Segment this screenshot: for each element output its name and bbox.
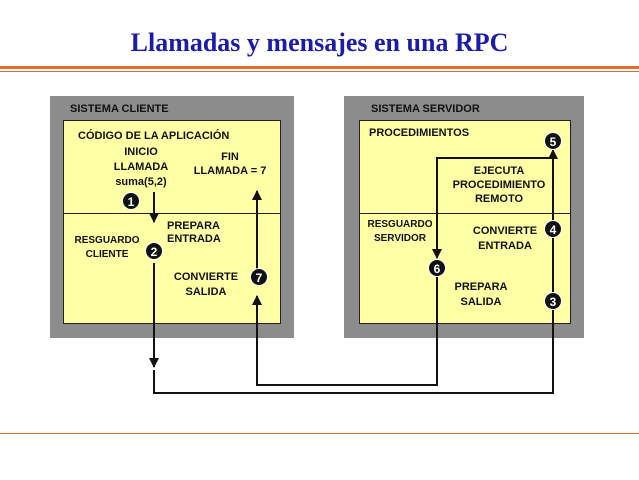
step-1-badge: 1 <box>122 192 140 210</box>
server-stub-label: RESGUARDO SERVIDOR <box>367 219 433 244</box>
step-2-badge: 2 <box>145 242 163 260</box>
procedures-label: PROCEDIMIENTOS <box>369 127 470 139</box>
server-procedures-pane <box>359 120 571 214</box>
step-4-badge: 4 <box>544 220 562 238</box>
call-start-label: INICIO LLAMADA suma(5,2) <box>113 146 169 188</box>
step-3-badge: 3 <box>544 292 562 310</box>
prepare-input-label: PREPARA ENTRADA <box>167 220 221 245</box>
convert-input-label: CONVIERTE ENTRADA <box>472 225 538 252</box>
call-end-label: FIN LLAMADA = 7 <box>193 151 267 177</box>
server-system-label: SISTEMA SERVIDOR <box>371 103 480 115</box>
step-5-badge: 5 <box>544 132 562 150</box>
page-title: Llamadas y mensajes en una RPC <box>130 28 509 57</box>
arrow-network-reply <box>252 276 438 386</box>
step-6-badge: 6 <box>428 259 446 277</box>
convert-output-label: CONVIERTE SALIDA <box>173 271 239 298</box>
client-stub-pane <box>63 213 281 324</box>
client-system-label: SISTEMA CLIENTE <box>70 103 169 115</box>
bottom-divider <box>0 433 639 434</box>
prepare-output-label: PREPARA SALIDA <box>454 281 508 308</box>
client-stub-label: RESGUARDO CLIENTE <box>74 235 140 260</box>
arrow-execute-return <box>432 157 553 259</box>
client-app-pane <box>63 120 281 214</box>
server-stub-pane <box>359 213 571 324</box>
app-code-label: CÓDIGO DE LA APLICACIÓN <box>78 130 230 142</box>
execute-procedure-label: EJECUTA PROCEDIMIENTO REMOTO <box>452 165 546 205</box>
arrow-network-request <box>153 227 558 394</box>
step-7-badge: 7 <box>250 268 268 286</box>
top-divider-thin <box>0 71 639 72</box>
top-divider <box>0 66 639 69</box>
